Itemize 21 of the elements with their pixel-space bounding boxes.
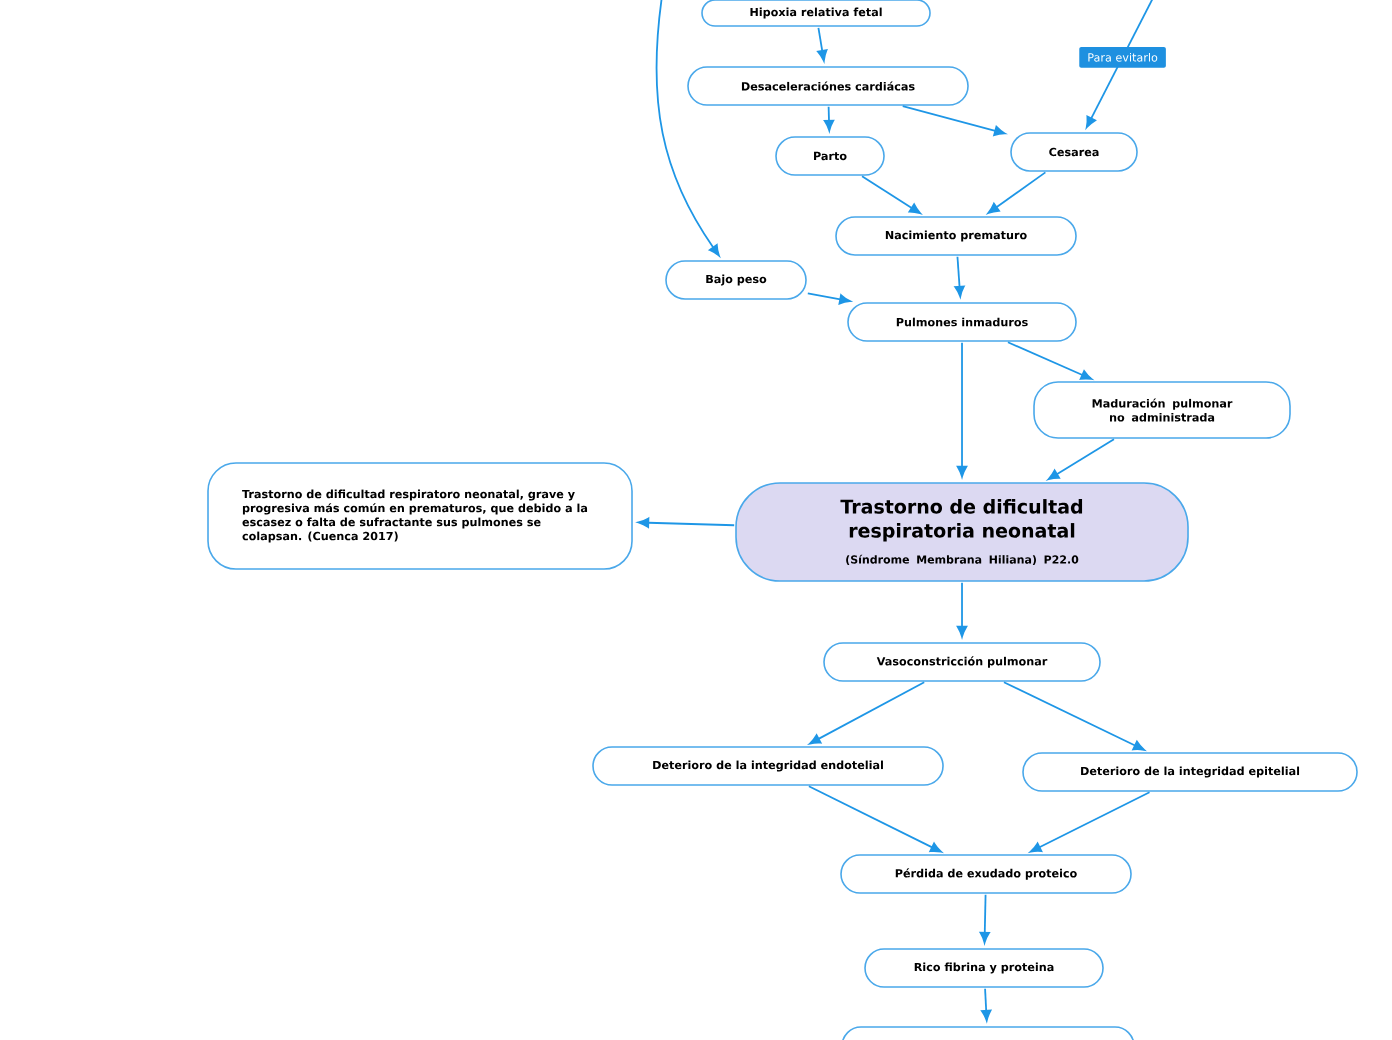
arrow: [806, 292, 851, 305]
arrow: [987, 171, 1047, 214]
arrow: [901, 105, 1006, 136]
empty-box: [841, 1026, 1135, 1040]
arrow: [956, 341, 968, 478]
arrow: [823, 105, 835, 132]
arrow: [981, 987, 992, 1022]
arrow: [807, 785, 942, 853]
arrow: [956, 581, 968, 638]
arrow: [1047, 438, 1115, 481]
arrow: [817, 26, 828, 62]
arrow: [637, 517, 736, 528]
arrow: [1029, 791, 1151, 853]
arrow: [979, 893, 990, 944]
arrow: [861, 175, 921, 215]
arrow: [954, 255, 965, 298]
arrow: [1003, 681, 1145, 751]
arrow: [809, 681, 926, 745]
arrow: [655, 0, 720, 257]
arrow: [1007, 341, 1093, 380]
arrow: [1085, 0, 1155, 129]
